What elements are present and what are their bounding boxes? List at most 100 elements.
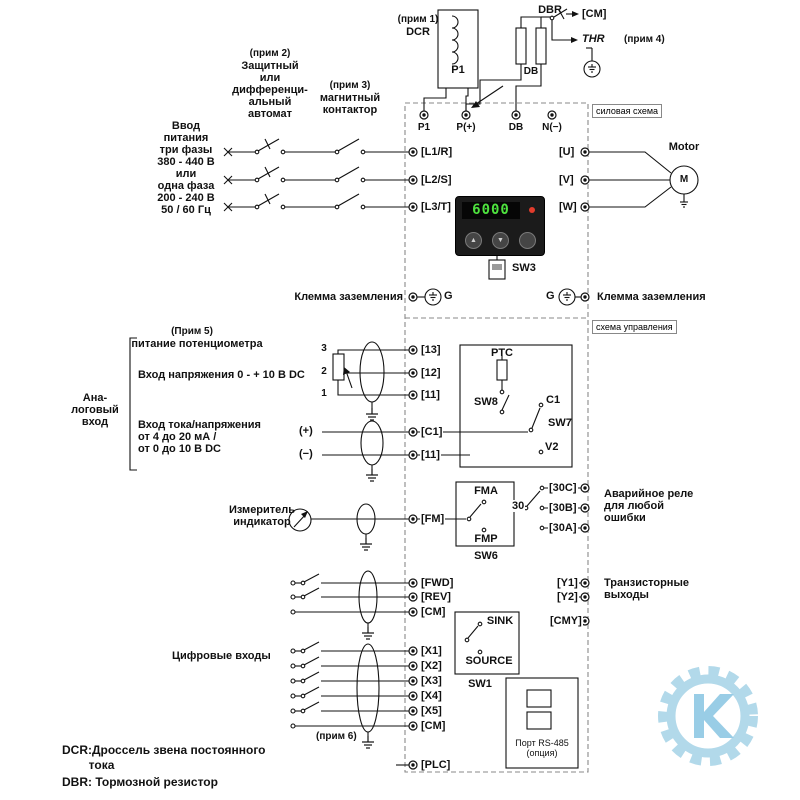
terminal-y1: [Y1]	[556, 577, 579, 589]
terminal-l3t: [L3/T]	[420, 201, 452, 213]
db-label: DB	[522, 66, 540, 77]
terminal-30a: [30A]	[548, 522, 578, 534]
note-6: (прим 6)	[316, 731, 357, 742]
sw3-label: SW3	[512, 262, 536, 274]
sink-label: SINK	[486, 615, 514, 627]
terminal-x5: [X5]	[420, 705, 443, 717]
motor-m-letter: M	[679, 174, 689, 185]
terminal-cm1: [CM]	[420, 606, 447, 618]
terminal-x1: [X1]	[420, 645, 443, 657]
voltage-input-label: Вход напряжения 0 - + 10 В DC	[138, 369, 305, 381]
phase-input-lines	[223, 138, 409, 212]
ground-g-left: G	[444, 290, 453, 302]
breaker-label: Защитный или дифференци- альный автомат	[232, 60, 308, 120]
keypad-buttons: ▲ ▼	[465, 232, 536, 249]
pot-pin-2: 2	[321, 366, 327, 377]
footer-dcr-note: DCR:Дроссель звена постоянного тока	[62, 743, 266, 772]
sw7-label: SW7	[548, 417, 572, 429]
terminal-db-label: DB	[508, 122, 524, 133]
dcr-circuit	[423, 9, 504, 111]
up-icon: ▲	[470, 237, 477, 244]
analog-input-wiring	[129, 337, 573, 482]
ground-g-right: G	[546, 290, 555, 302]
ptc-label: PTC	[491, 347, 513, 359]
terminal-x3: [X3]	[420, 675, 443, 687]
thr-output-label: THR	[582, 33, 605, 45]
terminal-p1-label: P1	[417, 122, 431, 133]
note-5: (Прим 5)	[171, 326, 213, 337]
footer-dbr-note: DBR: Тормозной резистор	[62, 775, 218, 789]
current-input-label: Вход тока/напряжения от 4 до 20 мА / от …	[138, 419, 261, 455]
minus-label: (−)	[299, 448, 313, 460]
dcr-label: DCR	[406, 26, 430, 38]
keypad-up-button: ▲	[465, 232, 482, 249]
dbr-label: DBR	[538, 4, 562, 16]
terminal-v: [V]	[558, 174, 575, 186]
alarm-relay-label: Аварийное реле для любой ошибки	[604, 488, 694, 524]
dbr-circuit	[465, 8, 601, 111]
terminal-y2: [Y2]	[556, 591, 579, 603]
terminal-p-plus-label: P(+)	[456, 122, 476, 133]
terminal-l2s: [L2/S]	[420, 174, 453, 186]
terminal-l1r: [L1/R]	[420, 146, 454, 158]
ground-terminals	[417, 288, 581, 306]
terminal-30c: [30C]	[548, 482, 578, 494]
terminal-cmy: [CMY]	[549, 615, 583, 627]
motor-label: Motor	[668, 141, 700, 153]
sw8-label: SW8	[474, 396, 498, 408]
sw6-label: SW6	[474, 550, 498, 562]
gear-k-logo	[658, 666, 758, 766]
pot-pin-3: 3	[321, 343, 327, 354]
digital-inputs-label: Цифровые входы	[172, 650, 271, 662]
terminal-12: [12]	[420, 367, 442, 379]
note-4: (прим 4)	[624, 34, 665, 45]
terminal-plc: [PLC]	[420, 759, 452, 771]
v2-label: V2	[545, 441, 559, 453]
ground-label-left: Клемма заземления	[294, 291, 403, 303]
down-icon: ▼	[497, 237, 504, 244]
terminal-u: [U]	[558, 146, 576, 158]
terminal-30b: [30B]	[548, 502, 578, 514]
seven-segment-display: 6000	[462, 202, 520, 219]
rs485-label: Порт RS-485 (опция)	[515, 738, 569, 758]
power-section-tag: силовая схема	[592, 104, 663, 118]
supply-label: Ввод питания три фазы 380 - 440 В или од…	[157, 120, 215, 216]
plus-label: (+)	[299, 425, 313, 437]
keypad-panel: 6000 ▲ ▼	[455, 196, 545, 256]
main-enclosure	[404, 102, 589, 773]
fmp-label: FMP	[474, 533, 498, 545]
keypad-down-button: ▼	[492, 232, 509, 249]
note-3: (прим 3)	[329, 80, 371, 91]
fma-label: FMA	[474, 485, 498, 497]
terminal-13: [13]	[420, 344, 442, 356]
terminal-w: [W]	[558, 201, 578, 213]
note-2: (прим 2)	[249, 48, 291, 59]
terminal-11b: [11]	[420, 449, 441, 461]
ground-label-right: Клемма заземления	[597, 291, 706, 303]
note-1: (прим 1)	[397, 14, 439, 25]
terminal-c1: [C1]	[420, 426, 444, 438]
terminal-11: [11]	[420, 389, 441, 401]
terminal-cm2: [CM]	[420, 720, 447, 732]
analog-input-label: Ана- логовый вход	[71, 392, 119, 428]
control-section-tag: схема управления	[592, 320, 677, 334]
pot-pin-1: 1	[321, 388, 327, 399]
terminal-x4: [X4]	[420, 690, 443, 702]
transistor-outputs-label: Транзисторные выходы	[604, 577, 689, 601]
meter-label: Измеритель индикатор	[228, 504, 296, 528]
motor-output	[589, 151, 699, 208]
sw3-block	[488, 254, 506, 280]
rs485-port	[505, 677, 579, 769]
terminal-fwd: [FWD]	[420, 577, 455, 589]
pot-supply-label: питание потенциометра	[131, 338, 263, 350]
run-led	[529, 207, 535, 213]
terminal-rev: [REV]	[420, 591, 452, 603]
cm-output-label: [CM]	[582, 8, 607, 20]
coil-p1-label: P1	[451, 64, 465, 76]
relay-30-label: 30	[511, 500, 526, 512]
terminal-n-minus-label: N(−)	[542, 122, 562, 133]
source-label: SOURCE	[465, 655, 513, 667]
c1-contact-label: C1	[546, 394, 561, 406]
